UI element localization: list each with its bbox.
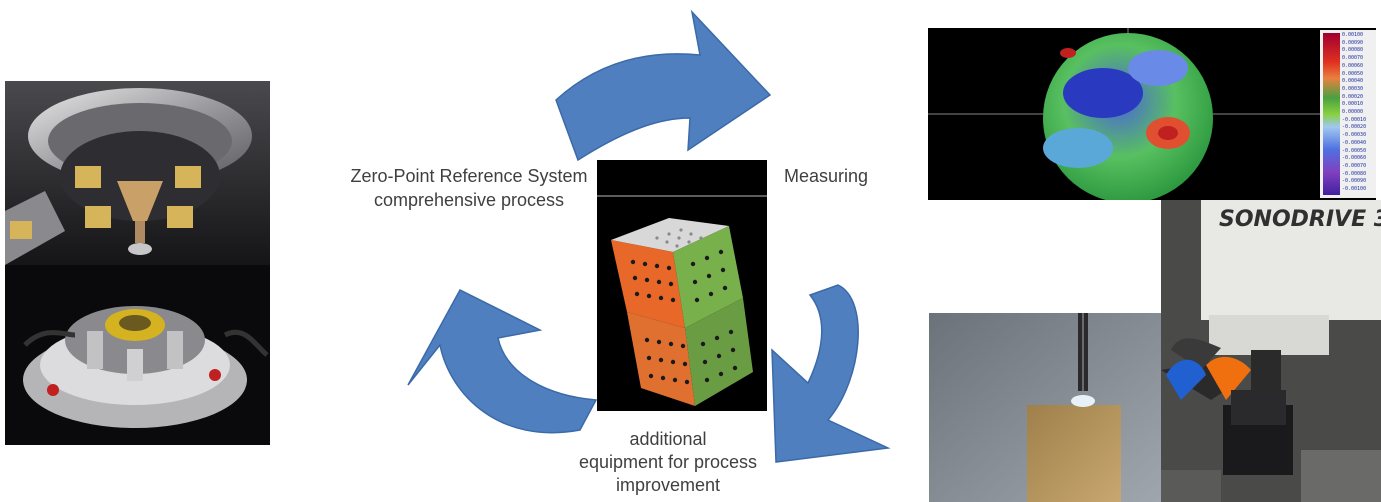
label-zero-point-line2: comprehensive process [373,190,565,210]
chuck-images [5,81,270,445]
scale-value: 0.00050 [1342,70,1364,77]
machining-closeup-image [929,313,1161,502]
scale-value: -0.00020 [1342,124,1367,131]
label-measuring: Measuring [783,166,869,186]
arrow-left-icon [407,289,598,434]
scale-value: 0.00020 [1342,93,1364,100]
scale-value: -0.00010 [1342,116,1367,123]
label-zero-point: Zero-Point Reference System comprehensiv… [338,164,600,212]
scale-value: 0.00080 [1342,47,1364,54]
arrow-top-icon [555,9,772,162]
sono-machine-image: SONODRIVE 300 [1161,200,1381,502]
scale-value: 0.00030 [1342,85,1364,92]
chuck-bottom-image [5,265,270,445]
cube-image [597,160,767,411]
arrow-right-icon [771,284,891,463]
scale-value: -0.00090 [1342,178,1367,185]
label-additional-line3: improvement [615,475,721,495]
chuck-top-image [5,81,270,265]
cube-holes [630,249,738,385]
scale-value: -0.00030 [1342,132,1367,139]
scale-value: -0.00070 [1342,162,1367,169]
scale-value: 0.00070 [1342,55,1364,62]
machine-brand-text: SONODRIVE 300 [1219,207,1381,232]
scale-value: -0.00060 [1342,155,1367,162]
scale-value: 0.00090 [1342,39,1364,46]
label-additional: additional equipment for process improve… [568,428,768,497]
label-additional-line2: equipment for process [578,452,758,472]
scale-value: -0.00040 [1342,139,1367,146]
scale-value: 0.00010 [1342,101,1364,108]
label-additional-line1: additional [629,429,707,449]
scale-value: -0.00050 [1342,147,1367,154]
scale-value: 0.00040 [1342,78,1364,85]
scale-value: 0.00100 [1342,32,1364,38]
scale-value: 0.00000 [1342,109,1364,116]
scale-value: -0.00100 [1342,186,1367,193]
label-zero-point-line1: Zero-Point Reference System [350,166,588,186]
scale-value: -0.00080 [1342,170,1367,177]
scale-value: 0.00060 [1342,62,1364,69]
